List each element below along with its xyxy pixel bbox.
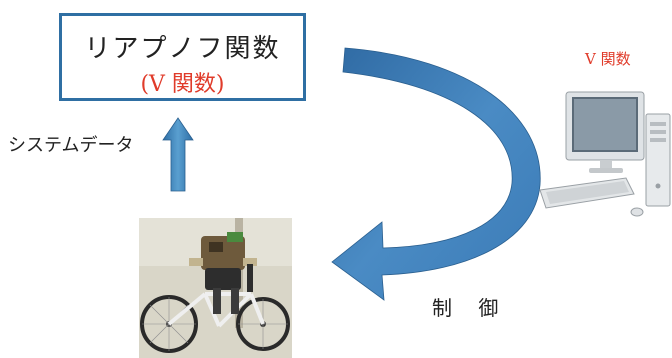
v-function-label: V 関数 bbox=[585, 50, 631, 68]
v-function-subtitle: (V 関数) bbox=[140, 72, 225, 97]
desktop-computer-icon bbox=[539, 91, 671, 217]
up-arrow bbox=[162, 117, 194, 192]
system-data-label: システムデータ bbox=[8, 135, 134, 156]
control-label: 制 御 bbox=[432, 296, 509, 320]
robot-bicycle-photo bbox=[139, 218, 292, 358]
lyapunov-function-box: リアプノフ関数 (V 関数) bbox=[59, 13, 306, 101]
curved-control-arrow bbox=[331, 47, 541, 301]
lyapunov-function-title: リアプノフ関数 bbox=[84, 34, 281, 64]
